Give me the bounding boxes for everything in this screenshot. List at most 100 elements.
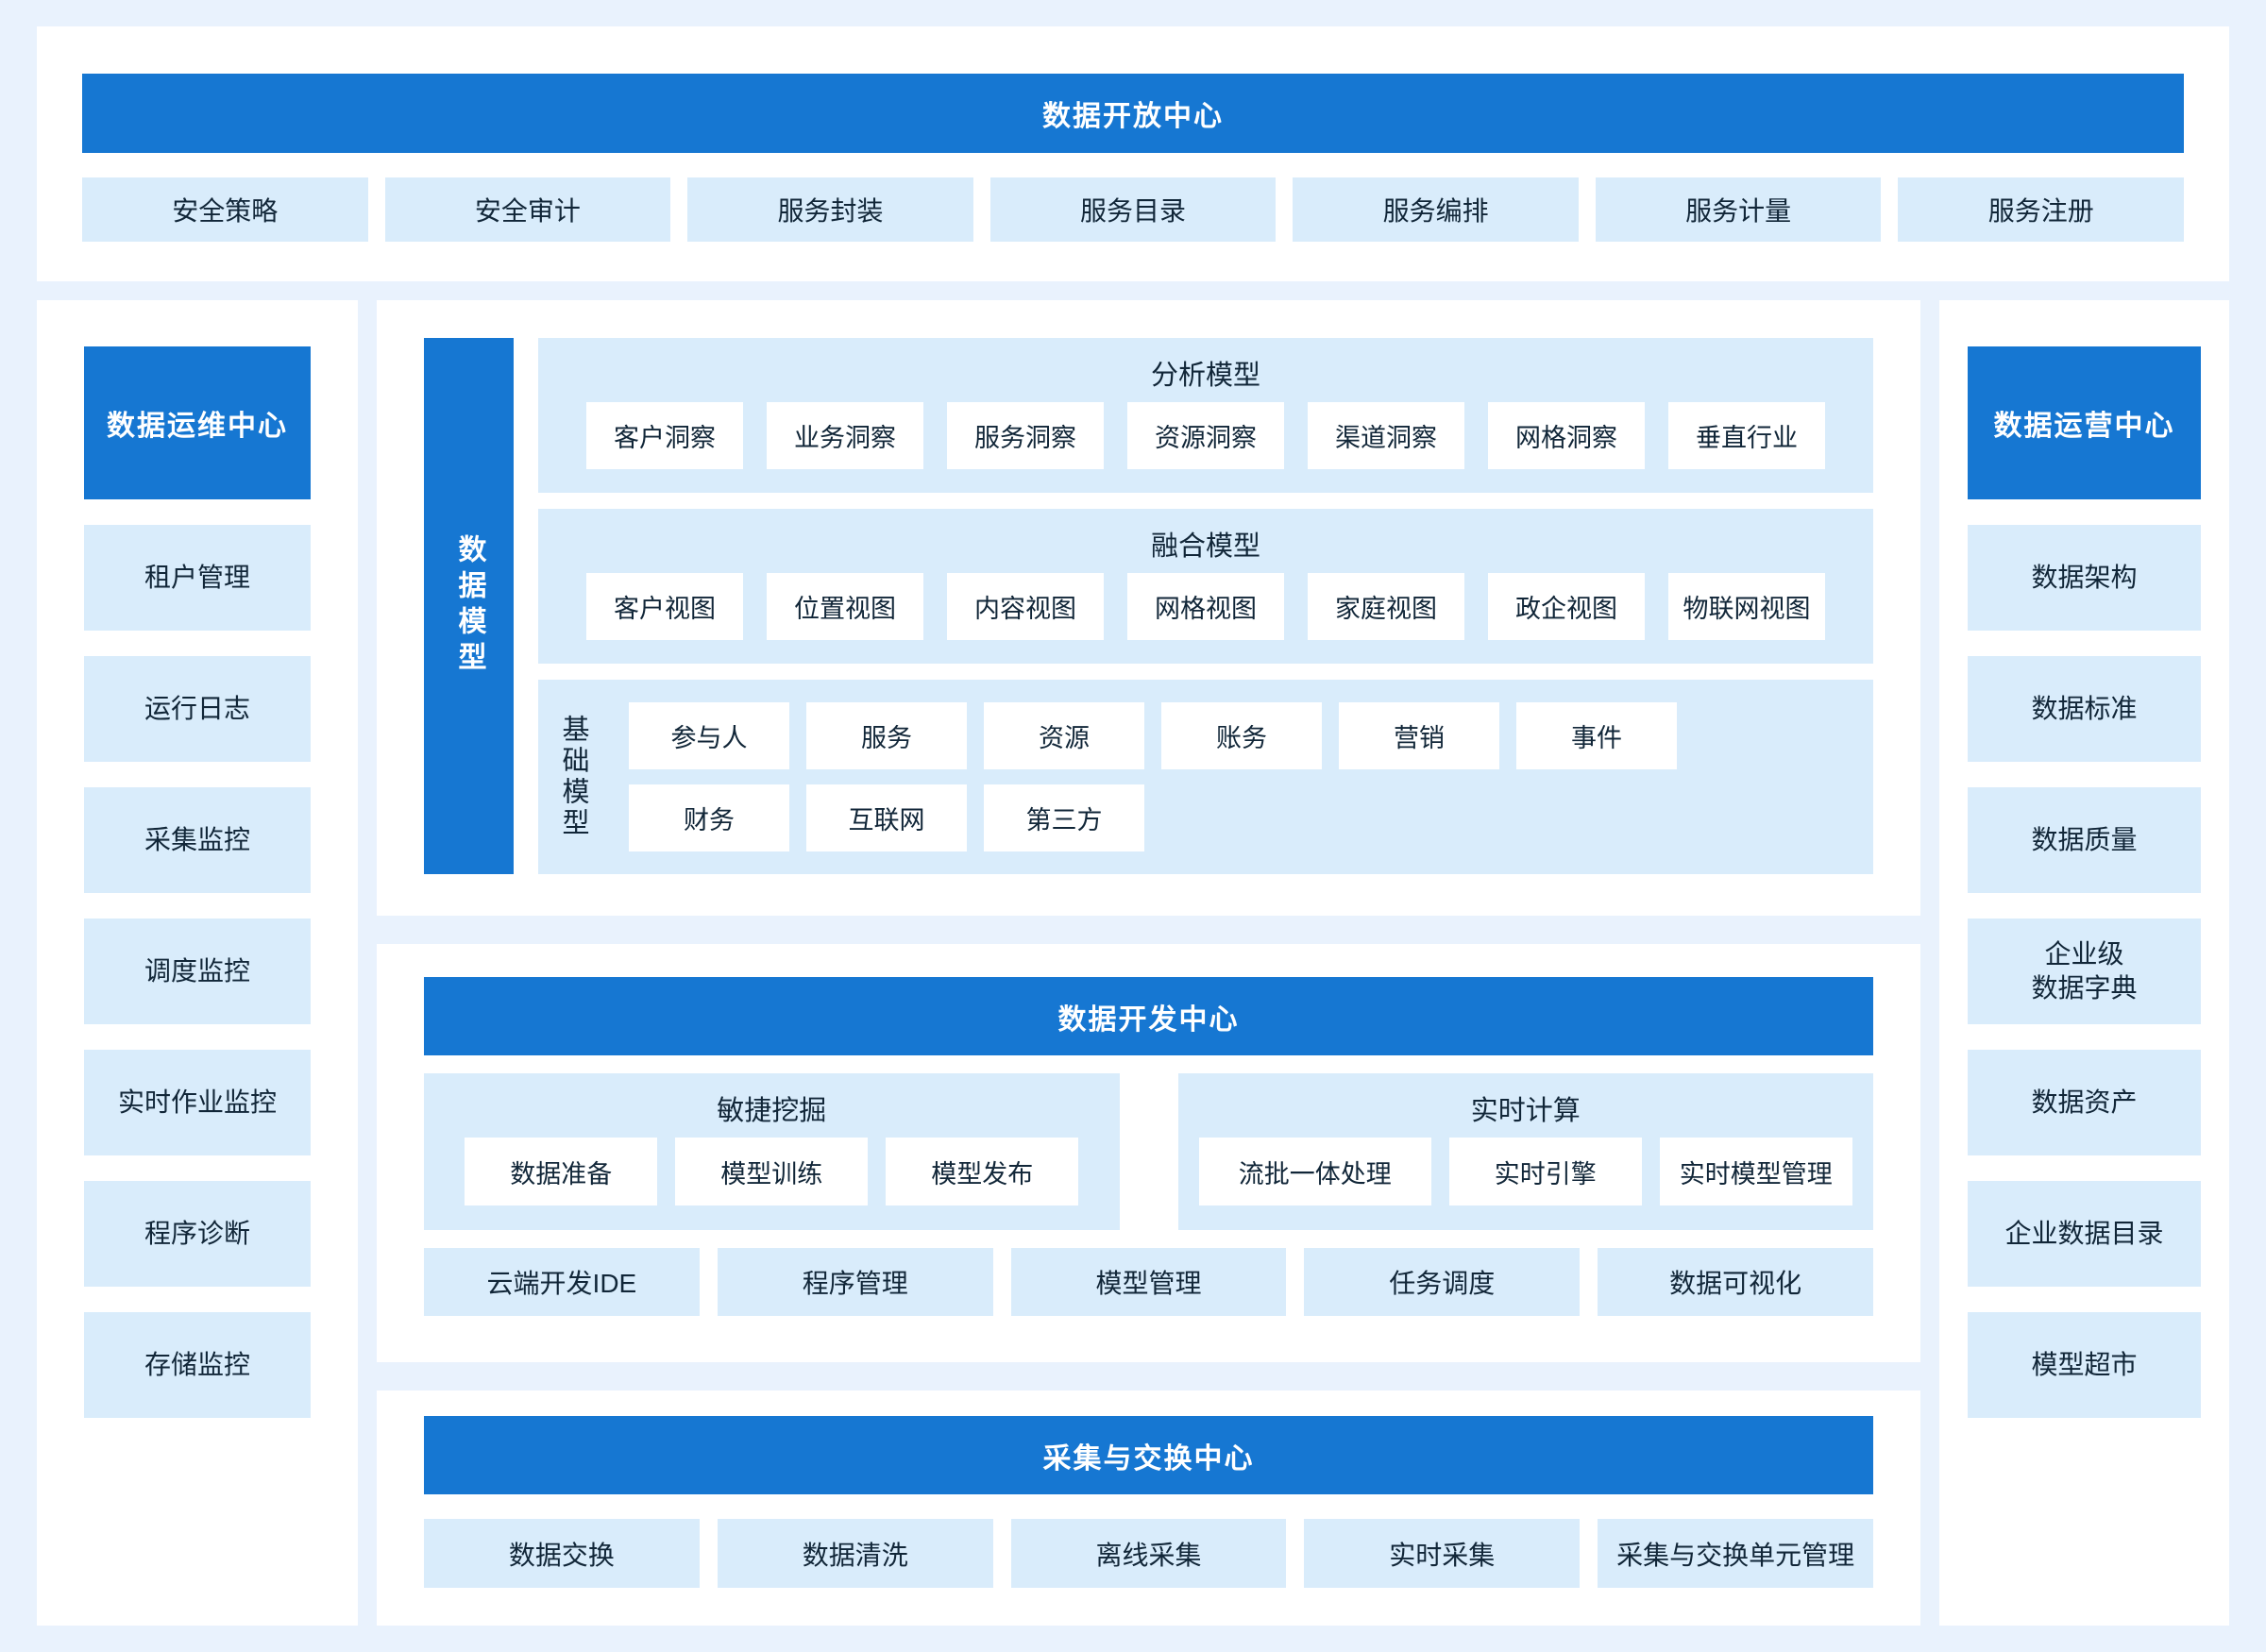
- open-center-item: 安全审计: [384, 177, 671, 242]
- base-model-item: 第三方: [984, 784, 1144, 851]
- data-model-card: 数据模型 分析模型 客户洞察 业务洞察 服务洞察 资源洞察 渠道洞察 网格洞察 …: [377, 300, 1920, 916]
- analysis-model-item: 客户洞察: [586, 402, 743, 469]
- collect-center-items: 数据交换 数据清洗 离线采集 实时采集 采集与交换单元管理: [424, 1519, 1873, 1588]
- base-model-grid: 参与人 服务 资源 账务 营销 事件 财务 互联网 第三方: [629, 702, 1677, 851]
- operation-center-title: 数据运营中心: [1993, 411, 2175, 442]
- operation-center-item: 企业级 数据字典: [1968, 919, 2201, 1024]
- open-center-item: 服务目录: [989, 177, 1277, 242]
- operation-center-item: 数据架构: [1968, 525, 2201, 631]
- fusion-model-item: 位置视图: [767, 573, 923, 640]
- base-model-row: 财务 互联网 第三方: [629, 784, 1677, 851]
- dev-center-card: 数据开发中心 敏捷挖掘 数据准备 模型训练 模型发布 实时计算: [377, 944, 1920, 1362]
- operation-center-card: 数据运营中心 数据架构 数据标准 数据质量 企业级 数据字典 数据资产 企业数据…: [1939, 300, 2229, 1626]
- base-model-item: 互联网: [806, 784, 967, 851]
- analysis-model-item: 网格洞察: [1488, 402, 1645, 469]
- dev-tool-item: 模型管理: [1010, 1248, 1287, 1316]
- operation-center-item: 模型超市: [1968, 1312, 2201, 1418]
- fusion-model-item: 政企视图: [1488, 573, 1645, 640]
- main-row: 数据运维中心 租户管理 运行日志 采集监控 调度监控 实时作业监控 程序诊断 存…: [37, 300, 2229, 1626]
- analysis-model-items: 客户洞察 业务洞察 服务洞察 资源洞察 渠道洞察 网格洞察 垂直行业: [538, 402, 1873, 469]
- dev-center-tools: 云端开发IDE 程序管理 模型管理 任务调度 数据可视化: [424, 1248, 1873, 1316]
- fusion-model-item: 物联网视图: [1668, 573, 1825, 640]
- fusion-model-section: 融合模型 客户视图 位置视图 内容视图 网格视图 家庭视图 政企视图 物联网视图: [538, 509, 1873, 664]
- operation-center-item: 企业数据目录: [1968, 1181, 2201, 1287]
- open-center-banner: 数据开放中心: [82, 74, 2184, 153]
- collect-center-item: 实时采集: [1304, 1519, 1581, 1588]
- dev-center-banner: 数据开发中心: [424, 977, 1873, 1055]
- agile-mining-items: 数据准备 模型训练 模型发布: [424, 1138, 1120, 1205]
- dev-tool-item: 数据可视化: [1598, 1248, 1873, 1316]
- operation-center-item: 数据质量: [1968, 787, 2201, 893]
- middle-column: 数据模型 分析模型 客户洞察 业务洞察 服务洞察 资源洞察 渠道洞察 网格洞察 …: [377, 300, 1920, 1626]
- ops-center-banner: 数据运维中心: [84, 346, 311, 499]
- analysis-model-item: 服务洞察: [947, 402, 1104, 469]
- open-center-item: 安全策略: [82, 177, 368, 242]
- ops-center-item: 运行日志: [84, 656, 311, 762]
- collect-center-item: 数据清洗: [717, 1519, 993, 1588]
- open-center-item: 服务注册: [1898, 177, 2185, 242]
- open-center-card: 数据开放中心 安全策略 安全审计 服务封装 服务目录 服务编排 服务计量 服务注…: [37, 26, 2229, 281]
- dev-center-groups: 敏捷挖掘 数据准备 模型训练 模型发布 实时计算 流批一体处理 实时引擎 实时模…: [424, 1073, 1873, 1230]
- analysis-model-section: 分析模型 客户洞察 业务洞察 服务洞察 资源洞察 渠道洞察 网格洞察 垂直行业: [538, 338, 1873, 493]
- ops-center-item: 存储监控: [84, 1312, 311, 1418]
- open-center-items: 安全策略 安全审计 服务封装 服务目录 服务编排 服务计量 服务注册: [82, 177, 2185, 242]
- open-center-item: 服务计量: [1595, 177, 1882, 242]
- realtime-computing-items: 流批一体处理 实时引擎 实时模型管理: [1178, 1138, 1874, 1205]
- open-center-title: 数据开放中心: [1042, 101, 1224, 132]
- agile-mining-item: 模型发布: [886, 1138, 1079, 1205]
- collect-center-banner: 采集与交换中心: [424, 1416, 1873, 1494]
- base-model-section: 基础模型 参与人 服务 资源 账务 营销 事件 财务: [538, 680, 1873, 874]
- base-model-item: 服务: [806, 702, 967, 769]
- operation-center-item: 数据标准: [1968, 656, 2201, 762]
- base-model-row: 参与人 服务 资源 账务 营销 事件: [629, 702, 1677, 769]
- agile-mining-item: 模型训练: [675, 1138, 869, 1205]
- data-model-content: 分析模型 客户洞察 业务洞察 服务洞察 资源洞察 渠道洞察 网格洞察 垂直行业 …: [538, 338, 1873, 874]
- base-model-item: 财务: [629, 784, 789, 851]
- ops-center-item: 租户管理: [84, 525, 311, 631]
- open-center-item: 服务编排: [1293, 177, 1579, 242]
- open-center-item: 服务封装: [687, 177, 973, 242]
- analysis-model-item: 业务洞察: [767, 402, 923, 469]
- realtime-computing-group: 实时计算 流批一体处理 实时引擎 实时模型管理: [1177, 1073, 1874, 1230]
- fusion-model-item: 网格视图: [1127, 573, 1284, 640]
- dev-center-title: 数据开发中心: [1057, 1003, 1240, 1036]
- fusion-model-item: 家庭视图: [1308, 573, 1464, 640]
- dev-tool-item: 云端开发IDE: [424, 1248, 700, 1316]
- operation-center-item: 数据资产: [1968, 1050, 2201, 1155]
- realtime-computing-item: 实时引擎: [1448, 1138, 1642, 1205]
- base-model-item: 营销: [1339, 702, 1499, 769]
- collect-center-item: 离线采集: [1010, 1519, 1287, 1588]
- collect-center-title: 采集与交换中心: [1042, 1442, 1255, 1475]
- realtime-computing-item: 实时模型管理: [1659, 1138, 1852, 1205]
- ops-center-item: 调度监控: [84, 919, 311, 1024]
- agile-mining-item: 数据准备: [465, 1138, 658, 1205]
- realtime-computing-title: 实时计算: [1470, 1096, 1581, 1126]
- fusion-model-title: 融合模型: [1150, 531, 1260, 562]
- ops-center-card: 数据运维中心 租户管理 运行日志 采集监控 调度监控 实时作业监控 程序诊断 存…: [37, 300, 358, 1626]
- fusion-model-item: 内容视图: [947, 573, 1104, 640]
- operation-center-banner: 数据运营中心: [1968, 346, 2201, 499]
- base-model-title: 基础模型: [558, 715, 588, 839]
- ops-center-item: 程序诊断: [84, 1181, 311, 1287]
- data-model-banner: 数据模型: [424, 338, 514, 874]
- ops-center-item: 实时作业监控: [84, 1050, 311, 1155]
- collect-center-item: 数据交换: [424, 1519, 700, 1588]
- base-model-item: 参与人: [629, 702, 789, 769]
- analysis-model-item: 渠道洞察: [1308, 402, 1464, 469]
- fusion-model-item: 客户视图: [586, 573, 743, 640]
- dev-tool-item: 任务调度: [1304, 1248, 1581, 1316]
- analysis-model-title: 分析模型: [1150, 361, 1260, 391]
- ops-center-title: 数据运维中心: [107, 411, 288, 442]
- realtime-computing-item: 流批一体处理: [1198, 1138, 1431, 1205]
- fusion-model-items: 客户视图 位置视图 内容视图 网格视图 家庭视图 政企视图 物联网视图: [538, 573, 1873, 640]
- base-model-item: 资源: [984, 702, 1144, 769]
- agile-mining-title: 敏捷挖掘: [717, 1096, 827, 1126]
- analysis-model-item: 资源洞察: [1127, 402, 1284, 469]
- collect-center-item: 采集与交换单元管理: [1598, 1519, 1873, 1588]
- agile-mining-group: 敏捷挖掘 数据准备 模型训练 模型发布: [424, 1073, 1120, 1230]
- data-model-title: 数据模型: [453, 534, 485, 678]
- base-model-item: 账务: [1161, 702, 1322, 769]
- collect-center-card: 采集与交换中心 数据交换 数据清洗 离线采集 实时采集 采集与交换单元管理: [377, 1391, 1920, 1626]
- dev-tool-item: 程序管理: [717, 1248, 993, 1316]
